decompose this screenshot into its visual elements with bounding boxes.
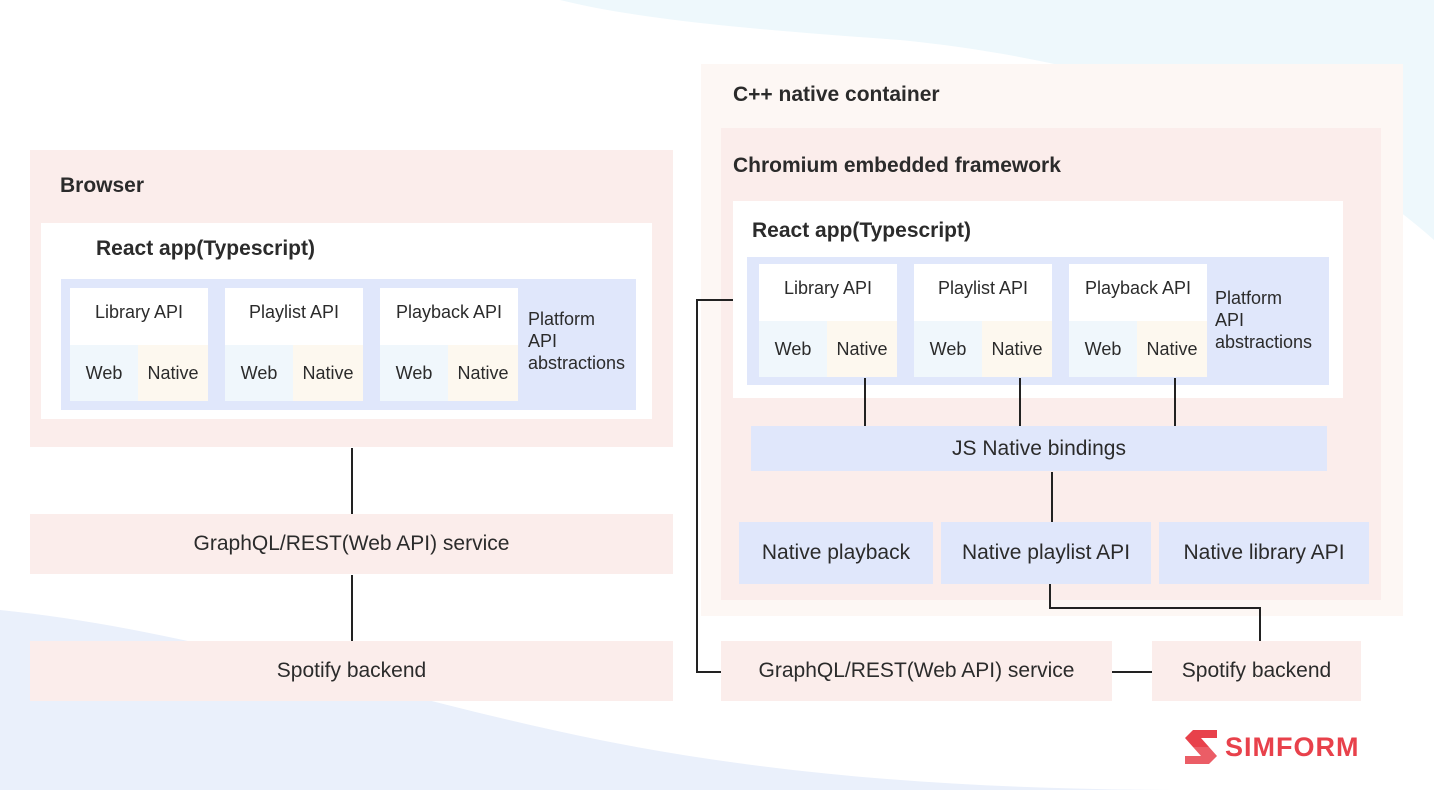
spotify-backend-box: Spotify backend: [30, 641, 673, 701]
native-cell: Native: [138, 345, 208, 401]
connector-line: [696, 299, 733, 301]
api-name: Playlist API: [937, 277, 1029, 298]
native-cell: Native: [293, 345, 363, 401]
platform-api-label: Platform API abstractions: [528, 309, 626, 373]
native-cell: Native: [827, 321, 897, 377]
platform-api-label: Platform API abstractions: [1215, 288, 1313, 352]
playlist-api-card: Playlist API Web Native: [225, 288, 363, 401]
connector-line: [1259, 607, 1261, 641]
library-api-card: Library API Web Native: [70, 288, 208, 401]
library-api-card: Library API Web Native: [759, 264, 897, 377]
connector-line: [1051, 472, 1053, 522]
native-playback-box: Native playback: [739, 522, 933, 584]
simform-logo-text: SIMFORM: [1225, 731, 1360, 762]
api-name: Library API: [783, 277, 873, 298]
connector-line: [1174, 378, 1176, 426]
web-cell: Web: [914, 321, 982, 377]
api-name: Playlist API: [248, 301, 340, 322]
browser-title: Browser: [60, 174, 145, 197]
connector-line: [1019, 378, 1021, 426]
spotify-backend-box: Spotify backend: [1152, 641, 1361, 701]
api-name: Playback API: [395, 301, 503, 322]
api-name: Playback API: [1084, 277, 1192, 298]
playback-api-card: Playback API Web Native: [1069, 264, 1207, 377]
api-name: Library API: [94, 301, 184, 322]
cpp-container-title: C++ native container: [733, 83, 940, 106]
connector-line: [696, 299, 698, 672]
native-cell: Native: [1137, 321, 1207, 377]
playback-api-card: Playback API Web Native: [380, 288, 518, 401]
playlist-api-card: Playlist API Web Native: [914, 264, 1052, 377]
web-cell: Web: [759, 321, 827, 377]
react-app-title: React app(Typescript): [752, 219, 971, 242]
connector-line: [1112, 671, 1152, 673]
native-library-api-box: Native library API: [1159, 522, 1369, 584]
web-cell: Web: [225, 345, 293, 401]
connector-line: [351, 575, 353, 641]
connector-line: [351, 448, 353, 514]
react-app-title: React app(Typescript): [96, 237, 315, 260]
cef-title: Chromium embedded framework: [733, 154, 1061, 177]
connector-line: [696, 671, 721, 673]
graphql-service-box: GraphQL/REST(Web API) service: [721, 641, 1112, 701]
simform-logo: SIMFORM: [1183, 727, 1360, 767]
web-cell: Web: [70, 345, 138, 401]
native-cell: Native: [448, 345, 518, 401]
js-native-bindings-box: JS Native bindings: [751, 426, 1327, 471]
connector-line: [1049, 607, 1261, 609]
native-cell: Native: [982, 321, 1052, 377]
connector-line: [864, 378, 866, 426]
web-cell: Web: [1069, 321, 1137, 377]
graphql-service-box: GraphQL/REST(Web API) service: [30, 514, 673, 574]
connector-line: [1049, 584, 1051, 608]
native-playlist-api-box: Native playlist API: [941, 522, 1151, 584]
simform-logo-icon: [1185, 730, 1217, 764]
web-cell: Web: [380, 345, 448, 401]
